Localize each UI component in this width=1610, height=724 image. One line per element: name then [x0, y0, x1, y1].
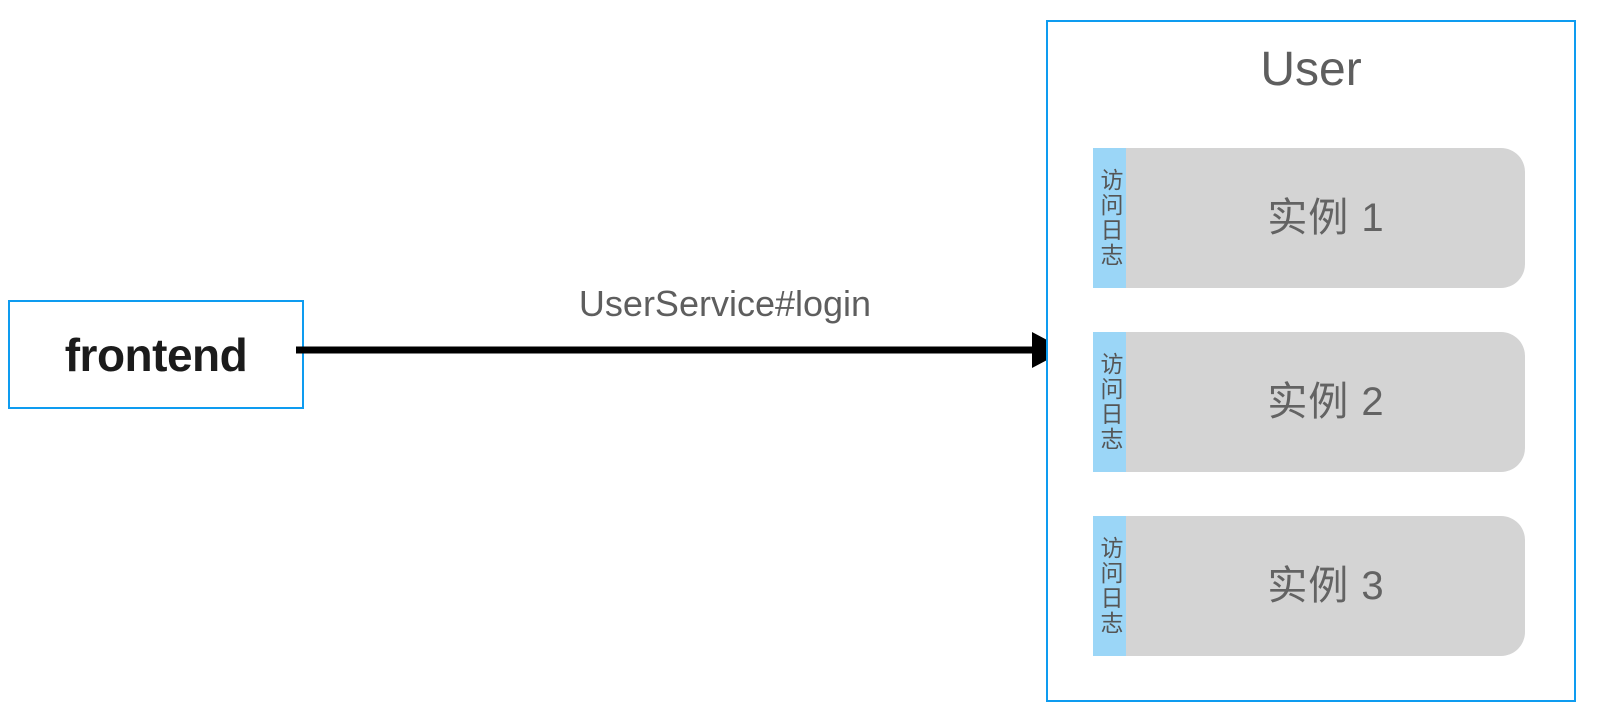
- access-log-strip[interactable]: 访问日志: [1093, 148, 1126, 288]
- edge-arrow: [296, 332, 1066, 368]
- instance-row[interactable]: 实例 3 访问日志: [1093, 516, 1525, 656]
- instance-label: 实例 1: [1267, 196, 1385, 240]
- instance-list: 实例 1 访问日志 实例 2 访问日志 实例 3 访问日志: [1093, 148, 1525, 656]
- access-log-label: 访问日志: [1096, 536, 1123, 636]
- instance-row[interactable]: 实例 1 访问日志: [1093, 148, 1525, 288]
- access-log-label: 访问日志: [1096, 168, 1123, 268]
- frontend-node[interactable]: frontend: [8, 300, 304, 409]
- instance-label: 实例 2: [1267, 380, 1385, 424]
- service-group-user[interactable]: User 实例 1 访问日志 实例 2 访问日志: [1046, 20, 1576, 702]
- edge-label: UserService#login: [578, 283, 872, 324]
- instance-body[interactable]: 实例 3: [1093, 516, 1525, 656]
- access-log-label: 访问日志: [1096, 352, 1123, 452]
- instance-label: 实例 3: [1267, 564, 1385, 608]
- service-group-title: User: [1260, 43, 1362, 96]
- access-log-strip[interactable]: 访问日志: [1093, 332, 1126, 472]
- instance-body[interactable]: 实例 1: [1093, 148, 1525, 288]
- frontend-label: frontend: [64, 328, 248, 381]
- instance-row[interactable]: 实例 2 访问日志: [1093, 332, 1525, 472]
- access-log-strip[interactable]: 访问日志: [1093, 516, 1126, 656]
- instance-body[interactable]: 实例 2: [1093, 332, 1525, 472]
